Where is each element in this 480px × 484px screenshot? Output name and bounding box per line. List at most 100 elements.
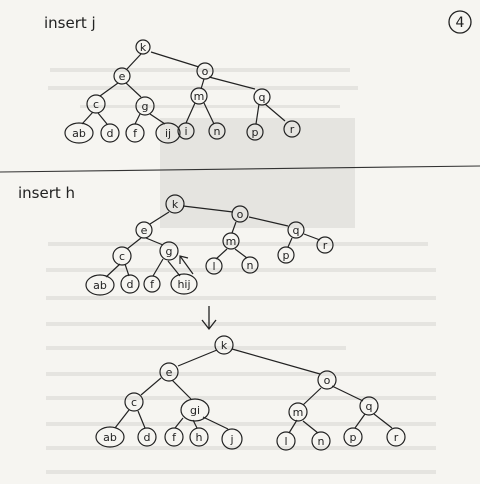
node-label: n: [318, 435, 325, 448]
node-label: ij: [165, 127, 171, 140]
node-label: e: [141, 224, 148, 237]
node-label: q: [366, 400, 373, 413]
tree-edges: [105, 205, 321, 278]
tree-insert-h-before: [105, 205, 321, 278]
tree-node: p: [343, 427, 363, 447]
node-label: k: [221, 339, 228, 352]
node-label: d: [107, 127, 114, 140]
node-label: m: [226, 235, 237, 248]
node-label: e: [119, 70, 126, 83]
page-number-circle: [448, 10, 472, 34]
node-label: o: [324, 374, 331, 387]
bleed-through-texture: [46, 68, 436, 474]
tree-node: c: [86, 94, 106, 114]
node-label: f: [150, 278, 155, 291]
tree-node: ij: [155, 122, 181, 144]
node-label: l: [284, 435, 287, 448]
tree-node: r: [283, 120, 301, 138]
tree-node: m: [190, 87, 208, 105]
tree-node: o: [196, 62, 214, 80]
tree-insert-h-before-nodes: k e o c g m q ab: [85, 194, 334, 296]
overflow-arrow: [179, 255, 194, 275]
tree-node: c: [124, 392, 144, 412]
node-label: q: [259, 91, 266, 104]
tree-node: n: [311, 431, 331, 451]
tree-node: l: [205, 257, 223, 275]
down-arrow: [201, 306, 217, 331]
tree-node: f: [143, 275, 161, 293]
node-label: m: [293, 406, 304, 419]
page-number-label: 4: [456, 15, 465, 31]
tree-node: d: [100, 123, 120, 143]
node-label: d: [144, 431, 151, 444]
tree-node: k: [165, 194, 185, 214]
node-label: j: [229, 433, 233, 446]
tree-node: h: [189, 427, 209, 447]
node-label: l: [212, 260, 215, 273]
node-label: g: [166, 245, 173, 258]
tree-insert-h-after: [114, 348, 393, 434]
tree-edges: [81, 51, 286, 125]
node-label: q: [293, 224, 300, 237]
tree-node: o: [317, 370, 337, 390]
node-label: c: [119, 250, 125, 263]
tree-node: f: [164, 427, 184, 447]
section-divider: [0, 165, 480, 173]
node-label: g: [142, 100, 149, 113]
tree-node: p: [277, 246, 295, 264]
tree-node: e: [113, 67, 131, 85]
node-label: gi: [190, 404, 200, 417]
node-label: r: [323, 239, 328, 252]
node-label: r: [394, 431, 399, 444]
node-label: e: [166, 366, 173, 379]
tree-node: e: [135, 221, 153, 239]
tree-node: g: [135, 96, 155, 116]
tree-node: m: [288, 402, 308, 422]
node-label: f: [133, 127, 138, 140]
node-label: o: [237, 208, 244, 221]
tree-insert-j: [81, 51, 286, 125]
node-label: ab: [103, 431, 117, 444]
node-label: h: [196, 431, 203, 444]
tree-node: p: [246, 123, 264, 141]
tree-node: m: [222, 232, 240, 250]
node-label: k: [172, 198, 179, 211]
node-label: ab: [72, 127, 86, 140]
node-label: n: [247, 259, 254, 272]
tree-node: n: [241, 256, 259, 274]
tree-node: r: [386, 427, 406, 447]
tree-node: d: [120, 274, 140, 294]
tree-node: e: [159, 362, 179, 382]
tree-node: hij: [170, 273, 198, 295]
node-label: p: [283, 249, 290, 262]
node-label: hij: [177, 278, 190, 291]
node-label: r: [290, 123, 295, 136]
tree-edges: [114, 348, 393, 434]
tree-insert-h-after-nodes: k e o c gi m q ab: [95, 335, 406, 451]
node-label: m: [194, 90, 205, 103]
tree-insert-j-nodes: k e o c g m q ab: [64, 39, 301, 144]
tree-node: k: [214, 335, 234, 355]
node-label: p: [252, 126, 259, 139]
node-label: d: [127, 278, 134, 291]
node-label: c: [131, 396, 137, 409]
node-label: p: [350, 431, 357, 444]
tree-node: g: [159, 241, 179, 261]
tree-node: ab: [95, 426, 125, 448]
tree-node: o: [231, 205, 249, 223]
tree-node: d: [137, 427, 157, 447]
tree-node: l: [276, 431, 296, 451]
tree-node: k: [135, 39, 151, 55]
tree-node: gi: [180, 398, 210, 422]
tree-node: q: [253, 88, 271, 106]
tree-node: n: [208, 122, 226, 140]
tree-node: ab: [64, 122, 94, 144]
node-label: n: [214, 125, 221, 138]
node-label: f: [172, 431, 177, 444]
tree-node: q: [359, 396, 379, 416]
page-number: 4: [448, 10, 472, 34]
tree-node: j: [221, 428, 243, 450]
tree-node: r: [316, 236, 334, 254]
node-label: k: [140, 41, 147, 54]
